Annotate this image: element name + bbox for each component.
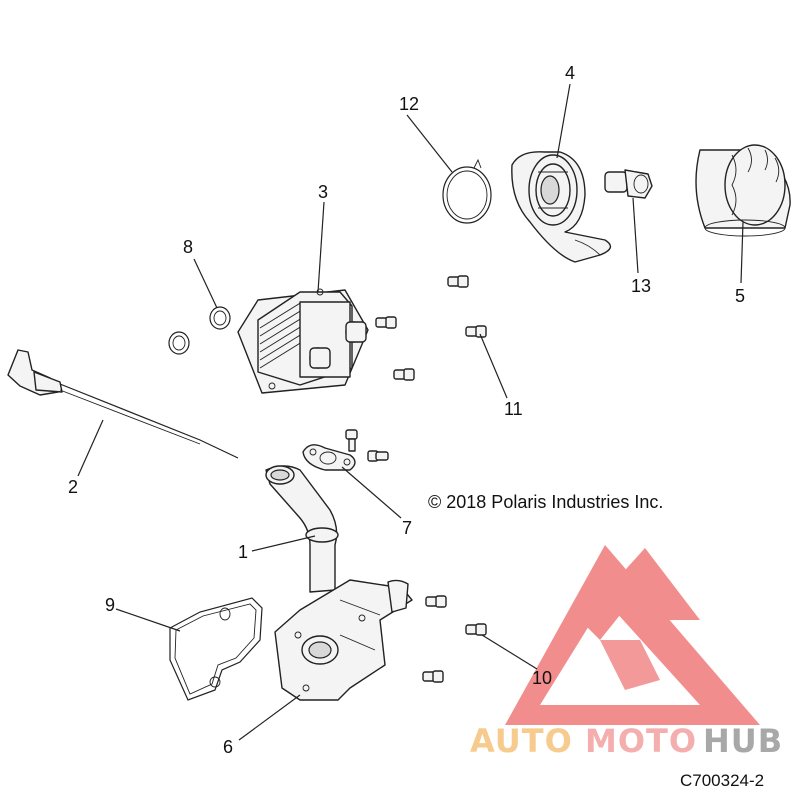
callout-9: 9 <box>105 595 115 615</box>
callout-6: 6 <box>223 737 233 757</box>
callout-5: 5 <box>735 286 745 306</box>
watermark-moto: MOTO <box>585 722 697 760</box>
watermark-hub: HUB <box>703 722 783 760</box>
part-5-oil-filter <box>695 144 791 237</box>
callout-8: 8 <box>183 237 193 257</box>
drawing-code: C700324-2 <box>680 771 764 790</box>
part-1-pipe <box>265 465 339 593</box>
watermark-triangle-logo <box>505 545 760 725</box>
part-6-cover <box>274 579 413 701</box>
callout-4: 4 <box>565 63 575 83</box>
part-13-bolt <box>604 169 653 199</box>
copyright-notice: © 2018 Polaris Industries Inc. <box>428 492 663 512</box>
part-11-bolts <box>375 275 487 381</box>
part-12-oring <box>442 158 492 224</box>
callout-1: 1 <box>238 542 248 562</box>
part-2-dipstick <box>7 349 239 459</box>
part-9-gasket <box>169 597 263 701</box>
part-4-filter-housing <box>511 151 612 263</box>
callout-7: 7 <box>402 518 412 538</box>
part-8-seals <box>168 306 231 355</box>
callout-labels: 12 4 13 5 3 8 11 2 1 7 9 10 6 <box>68 63 745 757</box>
callout-11: 11 <box>504 399 523 419</box>
part-3-oil-cooler <box>237 288 369 394</box>
callout-12: 12 <box>399 94 419 114</box>
automotohub-watermark: AUTO MOTO HUB <box>470 545 783 760</box>
callout-2: 2 <box>68 477 78 497</box>
part-7-gasket <box>302 429 389 471</box>
watermark-auto: AUTO <box>470 722 573 760</box>
leader-lines <box>77 83 744 741</box>
callout-3: 3 <box>318 182 328 202</box>
callout-10: 10 <box>532 668 552 688</box>
part-10-bolts <box>422 595 487 683</box>
callout-13: 13 <box>631 276 651 296</box>
